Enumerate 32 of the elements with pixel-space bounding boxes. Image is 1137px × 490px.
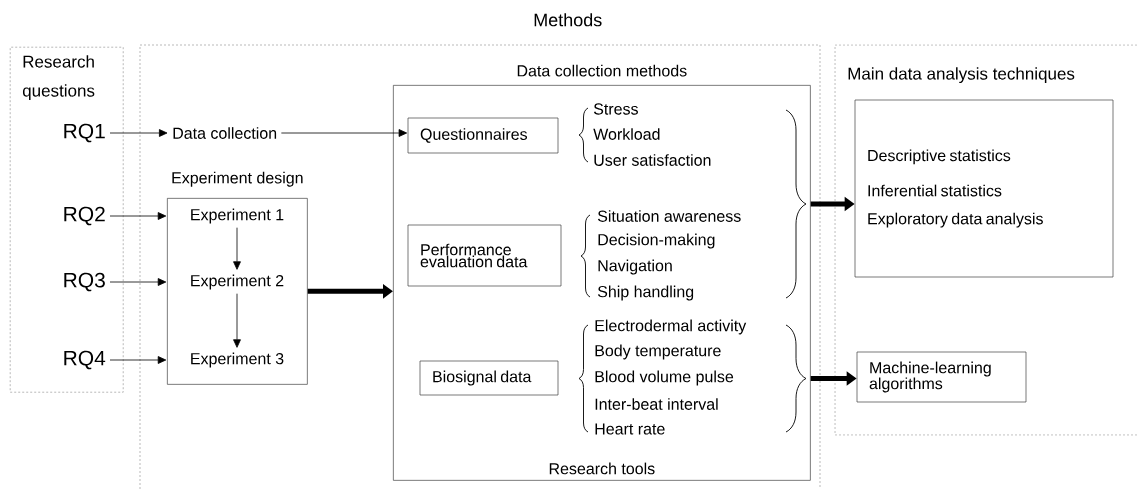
arrow <box>109 356 167 364</box>
question-label: RQ3 <box>64 272 105 292</box>
list-item: Heart rate <box>595 423 665 435</box>
technique-box: Descriptive statistics Inferential statistics Exploratory data analysis <box>854 99 1114 278</box>
list-item: Navigation <box>598 259 672 275</box>
arrow <box>109 278 167 286</box>
question-label: RQ2 <box>64 206 105 226</box>
step-label: Experiment 3 <box>191 352 284 368</box>
arrow <box>233 227 241 270</box>
step-label: Experiment 1 <box>191 208 284 224</box>
arrow <box>109 212 167 220</box>
list-item: Situation awareness <box>597 210 741 222</box>
method-box: Biosignal data <box>419 360 559 396</box>
step-label: Experiment 2 <box>191 274 284 290</box>
list-item: Electrodermal activity <box>595 319 747 335</box>
list-item: Body temperature <box>595 344 721 360</box>
step-label: Data collection <box>173 127 277 139</box>
list-item: Ship handling <box>597 285 694 301</box>
list-item: Inter-beat interval <box>595 398 718 410</box>
list-item: Stress <box>593 103 638 115</box>
technique-box: Machine-learning algorithms <box>856 351 1027 403</box>
list-item: Workload <box>593 128 660 140</box>
list-item: Blood volume pulse <box>595 370 734 386</box>
list-item: Decision-making <box>598 233 715 249</box>
arrow <box>109 129 168 137</box>
method-box: Performance evaluation data <box>407 224 562 287</box>
question-label: RQ4 <box>64 350 106 370</box>
arrow <box>233 293 241 348</box>
method-box: Questionnaires <box>407 117 559 154</box>
question-label: RQ1 <box>64 123 105 143</box>
arrow <box>280 129 408 137</box>
list-item: User satisfaction <box>594 154 711 166</box>
